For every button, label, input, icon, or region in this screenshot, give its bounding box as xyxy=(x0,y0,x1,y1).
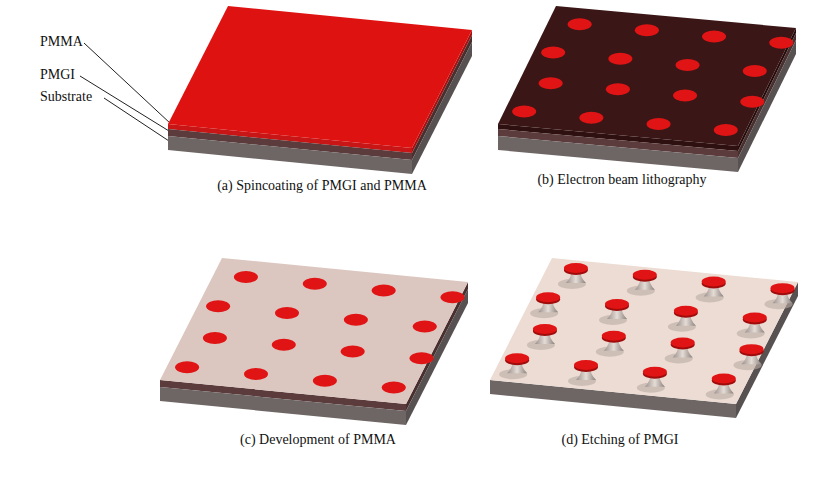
pmma-cap xyxy=(643,367,667,377)
pmma-cap xyxy=(564,263,588,273)
pmma-dot xyxy=(303,278,327,290)
step-caption: (c) Development of PMMA xyxy=(240,432,396,448)
top-face xyxy=(160,258,468,404)
exposed-dot xyxy=(740,96,764,108)
pmma-dot xyxy=(234,271,258,283)
layer-name: PMGI xyxy=(40,67,75,83)
pmma-cap xyxy=(505,353,529,363)
step-caption: (a) Spincoating of PMGI and PMMA xyxy=(217,178,427,194)
leader-line xyxy=(80,76,169,131)
exposed-wafer xyxy=(498,6,796,172)
pmma-cap xyxy=(702,276,726,286)
exposed-dot xyxy=(539,77,563,89)
step-caption: (d) Etching of PMGI xyxy=(561,432,678,448)
pmma-cap xyxy=(605,299,629,309)
pmma-cap xyxy=(674,306,698,316)
layer-name: Substrate xyxy=(40,89,92,105)
pmma-dot xyxy=(344,314,368,326)
top-face xyxy=(498,6,796,146)
pmma-cap xyxy=(743,312,767,322)
exposed-dot xyxy=(606,83,630,95)
developed-wafer xyxy=(160,258,468,425)
exposed-dot xyxy=(608,53,632,65)
pmma-dot xyxy=(413,320,437,332)
pmma-dot xyxy=(341,345,365,357)
exposed-dot xyxy=(743,65,767,77)
exposed-dot xyxy=(579,112,603,124)
top-face xyxy=(168,6,472,148)
exposed-dot xyxy=(702,31,726,43)
pmma-dot xyxy=(272,339,296,351)
pmma-cap xyxy=(771,283,795,293)
exposed-dot xyxy=(714,124,738,136)
exposed-dot xyxy=(635,24,659,36)
pmma-cap xyxy=(536,292,560,302)
pmma-dot xyxy=(313,375,337,387)
exposed-dot xyxy=(673,90,697,102)
pmma-dot xyxy=(244,368,268,380)
exposed-dot xyxy=(676,59,700,71)
step-caption: (b) Electron beam lithography xyxy=(537,172,706,188)
pmma-dot xyxy=(382,381,406,393)
pmma-cap xyxy=(574,360,598,370)
pmma-cap xyxy=(671,337,695,347)
pmma-dot xyxy=(372,284,396,296)
etched-wafer xyxy=(490,258,798,418)
leader-line xyxy=(84,43,171,124)
pmma-dot xyxy=(203,332,227,344)
layer-name: PMMA xyxy=(40,34,83,50)
pmma-dot xyxy=(175,361,199,373)
pmma-dot xyxy=(410,352,434,364)
pmma-cap xyxy=(740,344,764,354)
spincoated-wafer xyxy=(168,6,472,174)
pmma-dot xyxy=(206,300,230,312)
leader-lines xyxy=(80,43,171,141)
exposed-dot xyxy=(647,118,671,130)
pmma-dot xyxy=(441,291,465,303)
pmma-cap xyxy=(533,324,557,334)
top-face xyxy=(490,258,798,404)
exposed-dot xyxy=(568,18,592,30)
exposed-dot xyxy=(769,37,793,49)
exposed-dot xyxy=(541,47,565,59)
exposed-dot xyxy=(512,106,536,118)
pmma-cap xyxy=(712,373,736,383)
leader-line xyxy=(104,98,169,141)
pmma-dot xyxy=(275,307,299,319)
pmma-cap xyxy=(633,270,657,280)
pmma-cap xyxy=(602,331,626,341)
